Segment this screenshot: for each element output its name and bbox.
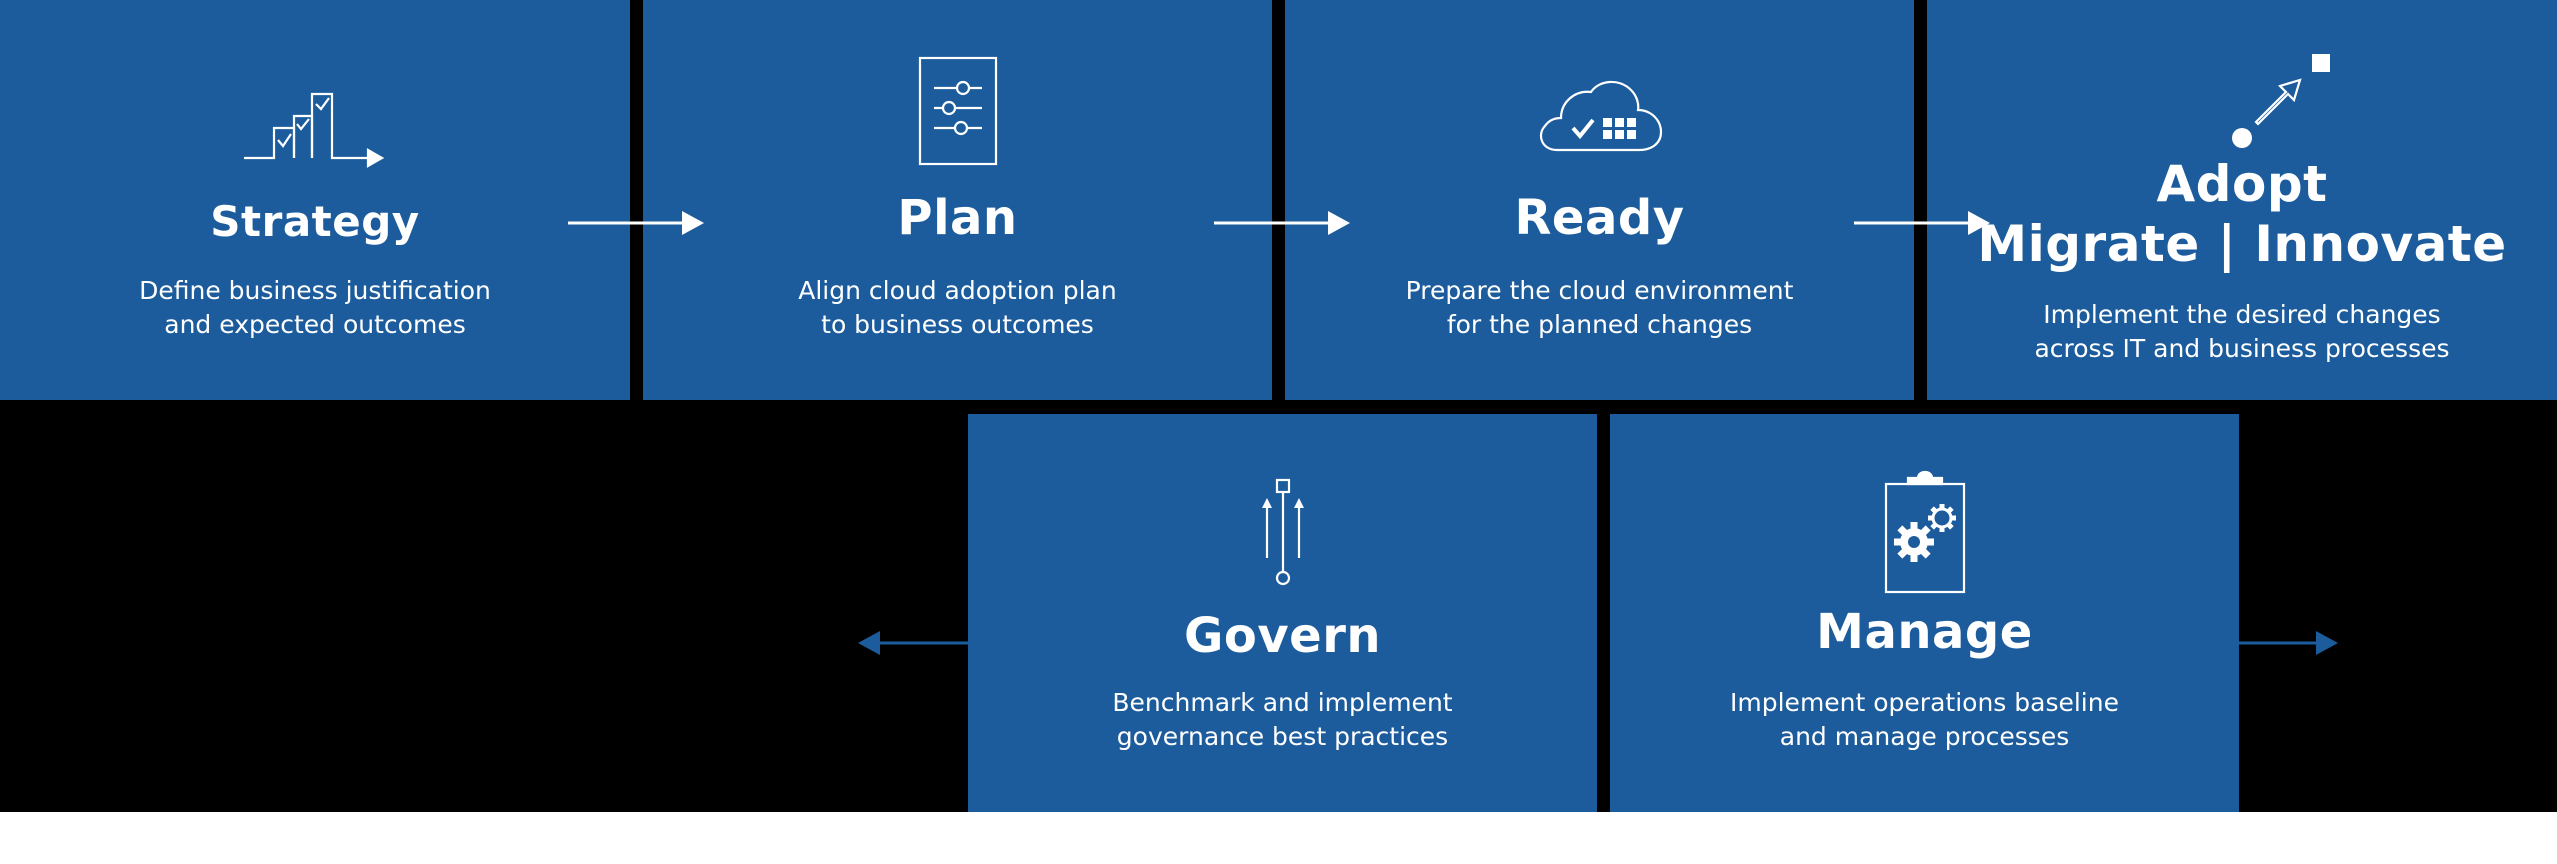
adopt-box: Adopt Migrate | Innovate Implement the d… [1927, 0, 2557, 400]
plan-description-line-2: to business outcomes [821, 310, 1094, 339]
govern-description-line-1: Benchmark and implement [1112, 688, 1453, 717]
manage-description-line-2: and manage processes [1779, 722, 2070, 751]
plan-description-line-1: Align cloud adoption plan [798, 276, 1117, 305]
clipboard-gears-icon [1884, 470, 1965, 594]
arrow-ready-to-adopt [1854, 211, 1990, 235]
manage-box: Manage Implement operations baseline and… [1610, 414, 2239, 812]
migrate-arrow-icon [2232, 54, 2330, 148]
strategy-description-line-2: and expected outcomes [164, 310, 466, 339]
plan-box: Plan Align cloud adoption plan to busine… [643, 0, 1272, 400]
sliders-document-icon [918, 56, 997, 166]
ready-box: Ready Prepare the cloud environment for … [1285, 0, 1914, 400]
plan-title: Plan [897, 190, 1018, 246]
arrow-strategy-to-plan [568, 211, 704, 235]
adopt-description-line-1: Implement the desired changes [2043, 300, 2441, 329]
ready-description-line-1: Prepare the cloud environment [1405, 276, 1794, 305]
govern-title: Govern [1183, 608, 1382, 664]
manage-description-line-1: Implement operations baseline [1730, 688, 2119, 717]
arrow-manage-right [2238, 631, 2338, 655]
govern-description: Benchmark and implement governance best … [968, 686, 1597, 754]
strategy-title: Strategy [210, 197, 420, 246]
govern-box: Govern Benchmark and implement governanc… [968, 414, 1597, 812]
ready-description-line-2: for the planned changes [1446, 310, 1753, 339]
adopt-subtitle: Migrate | Innovate [1977, 215, 2507, 273]
adopt-description-line-2: across IT and business processes [2034, 334, 2450, 363]
govern-description-line-2: governance best practices [1116, 722, 1449, 751]
manage-title: Manage [1816, 604, 2033, 660]
adopt-title: Adopt [2156, 155, 2328, 213]
governance-controls-icon [1261, 478, 1304, 586]
strategy-box: Strategy Define business justification a… [0, 0, 630, 400]
manage-description: Implement operations baseline and manage… [1610, 686, 2239, 754]
plan-description: Align cloud adoption plan to business ou… [643, 274, 1272, 342]
arrow-govern-left [858, 631, 968, 655]
strategy-description: Define business justification and expect… [0, 274, 630, 342]
ready-title: Ready [1514, 190, 1685, 246]
strategy-description-line-1: Define business justification [139, 276, 491, 305]
ready-description: Prepare the cloud environment for the pl… [1285, 274, 1914, 342]
arrow-plan-to-ready [1214, 211, 1350, 235]
rising-bars-chart-icon [244, 92, 385, 168]
cloud-checklist-icon [1539, 80, 1662, 152]
adopt-description: Implement the desired changes across IT … [1927, 298, 2557, 366]
